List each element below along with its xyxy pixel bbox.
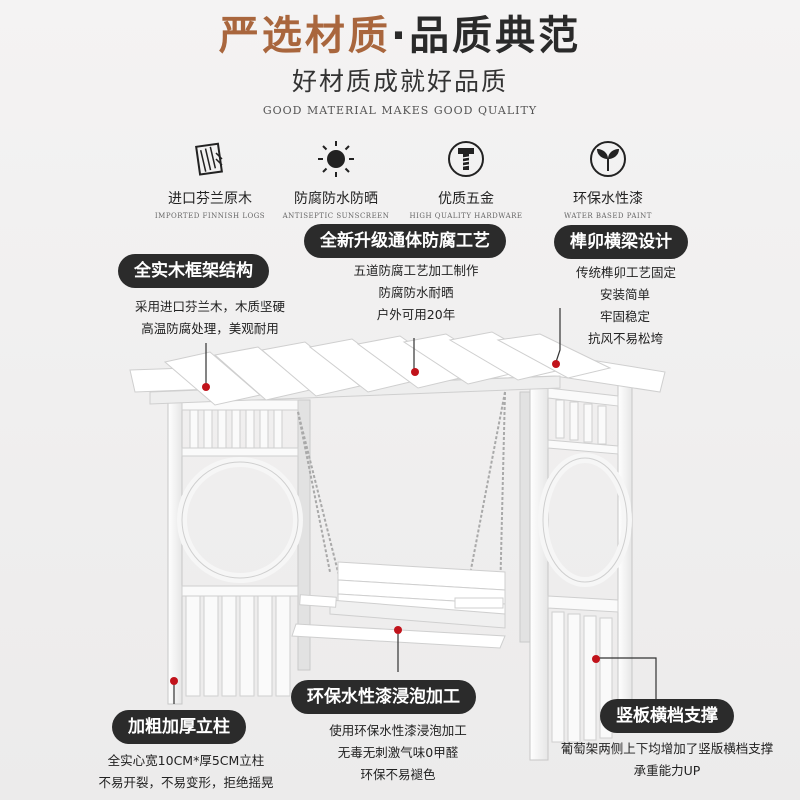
right-bottom-panel [547, 595, 619, 743]
desc-line: 安装简单 [600, 287, 651, 302]
feature-wood: 进口芬兰原木 IMPORTED FINNISH LOGS [130, 138, 290, 220]
english-subtitle: GOOD MATERIAL MAKES GOOD QUALITY [262, 104, 538, 117]
callout-paint-title: 环保水性漆浸泡加工 [291, 680, 476, 714]
swing-bench [291, 561, 506, 649]
title-separator: · [390, 13, 410, 59]
feature-hardware: 优质五金 HIGH QUALITY HARDWARE [386, 138, 546, 220]
desc-line: 采用进口芬兰木，木质坚硬 [134, 299, 285, 314]
desc-line: 不易开裂，不易变形，拒绝摇晃 [98, 775, 274, 790]
feature-zh: 优质五金 [438, 191, 494, 207]
marker-dot-mortise [552, 360, 560, 368]
callout-mortise-title: 榫卯横梁设计 [554, 225, 688, 259]
front-post-left [167, 391, 183, 705]
desc-line: 传统榫卯工艺固定 [576, 265, 677, 280]
feature-zh: 防腐防水防晒 [294, 191, 378, 207]
desc-line: 全实心宽10CM*厚5CM立柱 [107, 753, 265, 768]
feature-zh: 进口芬兰原木 [168, 191, 252, 207]
feature-zh: 环保水性漆 [573, 191, 643, 207]
callout-anticorrosion-desc: 五道防腐工艺加工制作 防腐防水耐晒 户外可用20年 [318, 260, 514, 326]
feature-en: IMPORTED FINNISH LOGS [154, 212, 266, 220]
page-subtitle: 好材质成就好品质 [291, 67, 508, 96]
left-circle-ornament [177, 457, 303, 583]
wood-planks-icon [130, 138, 290, 180]
left-top-lattice [181, 399, 299, 457]
page-title: 严选材质·品质典范 [0, 10, 800, 62]
callout-paint-desc: 使用环保水性漆浸泡加工 无毒无刺激气味0甲醛 环保不易褪色 [300, 720, 496, 786]
desc-line: 使用环保水性漆浸泡加工 [329, 723, 467, 738]
callout-frame-title: 全实木框架结构 [118, 254, 269, 288]
feature-en: ANTISEPTIC SUNSCREEN [282, 212, 390, 220]
sun-icon [256, 138, 416, 180]
swing-chains [297, 391, 506, 601]
callout-panel-desc: 葡萄架两侧上下均增加了竖版横档支撑 承重能力UP [536, 738, 798, 782]
leaf-icon [528, 138, 688, 180]
marker-dot-frame [202, 383, 210, 391]
feature-sun: 防腐防水防晒 ANTISEPTIC SUNSCREEN [256, 138, 416, 220]
marker-dot-post [170, 677, 178, 685]
callout-frame-desc: 采用进口芬兰木，木质坚硬 高温防腐处理，美观耐用 [100, 296, 320, 340]
feature-paint: 环保水性漆 WATER BASED PAINT [528, 138, 688, 220]
feature-en: HIGH QUALITY HARDWARE [409, 212, 523, 220]
title-highlight: 严选材质 [218, 13, 391, 59]
callout-mortise-desc: 传统榫卯工艺固定 安装简单 牢固稳定 抗风不易松垮 [576, 262, 756, 350]
desc-line: 牢固稳定 [600, 309, 651, 324]
feature-en: WATER BASED PAINT [564, 212, 652, 220]
right-top-lattice [547, 387, 619, 455]
screw-icon [386, 138, 546, 180]
desc-line: 五道防腐工艺加工制作 [353, 263, 479, 278]
marker-dot-paint [394, 626, 402, 634]
marker-dot-anticorrosion [411, 368, 419, 376]
callout-leader-lines [173, 308, 657, 704]
front-post-right [529, 369, 549, 761]
desc-line: 防腐防水耐晒 [378, 285, 454, 300]
callout-post-title: 加粗加厚立柱 [112, 710, 246, 744]
desc-line: 承重能力UP [633, 763, 701, 778]
desc-line: 抗风不易松垮 [588, 331, 664, 346]
callout-panel-title: 竖板横档支撑 [600, 699, 734, 733]
callout-post-desc: 全实心宽10CM*厚5CM立柱 不易开裂，不易变形，拒绝摇晃 [76, 750, 296, 794]
desc-line: 葡萄架两侧上下均增加了竖版横档支撑 [560, 741, 774, 756]
desc-line: 环保不易褪色 [360, 767, 436, 782]
roof-rafters [163, 331, 612, 406]
left-bottom-panel [181, 585, 299, 697]
marker-dot-panel [592, 655, 600, 663]
desc-line: 高温防腐处理，美观耐用 [141, 321, 279, 336]
desc-line: 户外可用20年 [376, 307, 456, 322]
title-rest: 品质典范 [409, 13, 582, 59]
callout-anticorrosion-title: 全新升级通体防腐工艺 [304, 224, 506, 258]
desc-line: 无毒无刺激气味0甲醛 [337, 745, 459, 760]
